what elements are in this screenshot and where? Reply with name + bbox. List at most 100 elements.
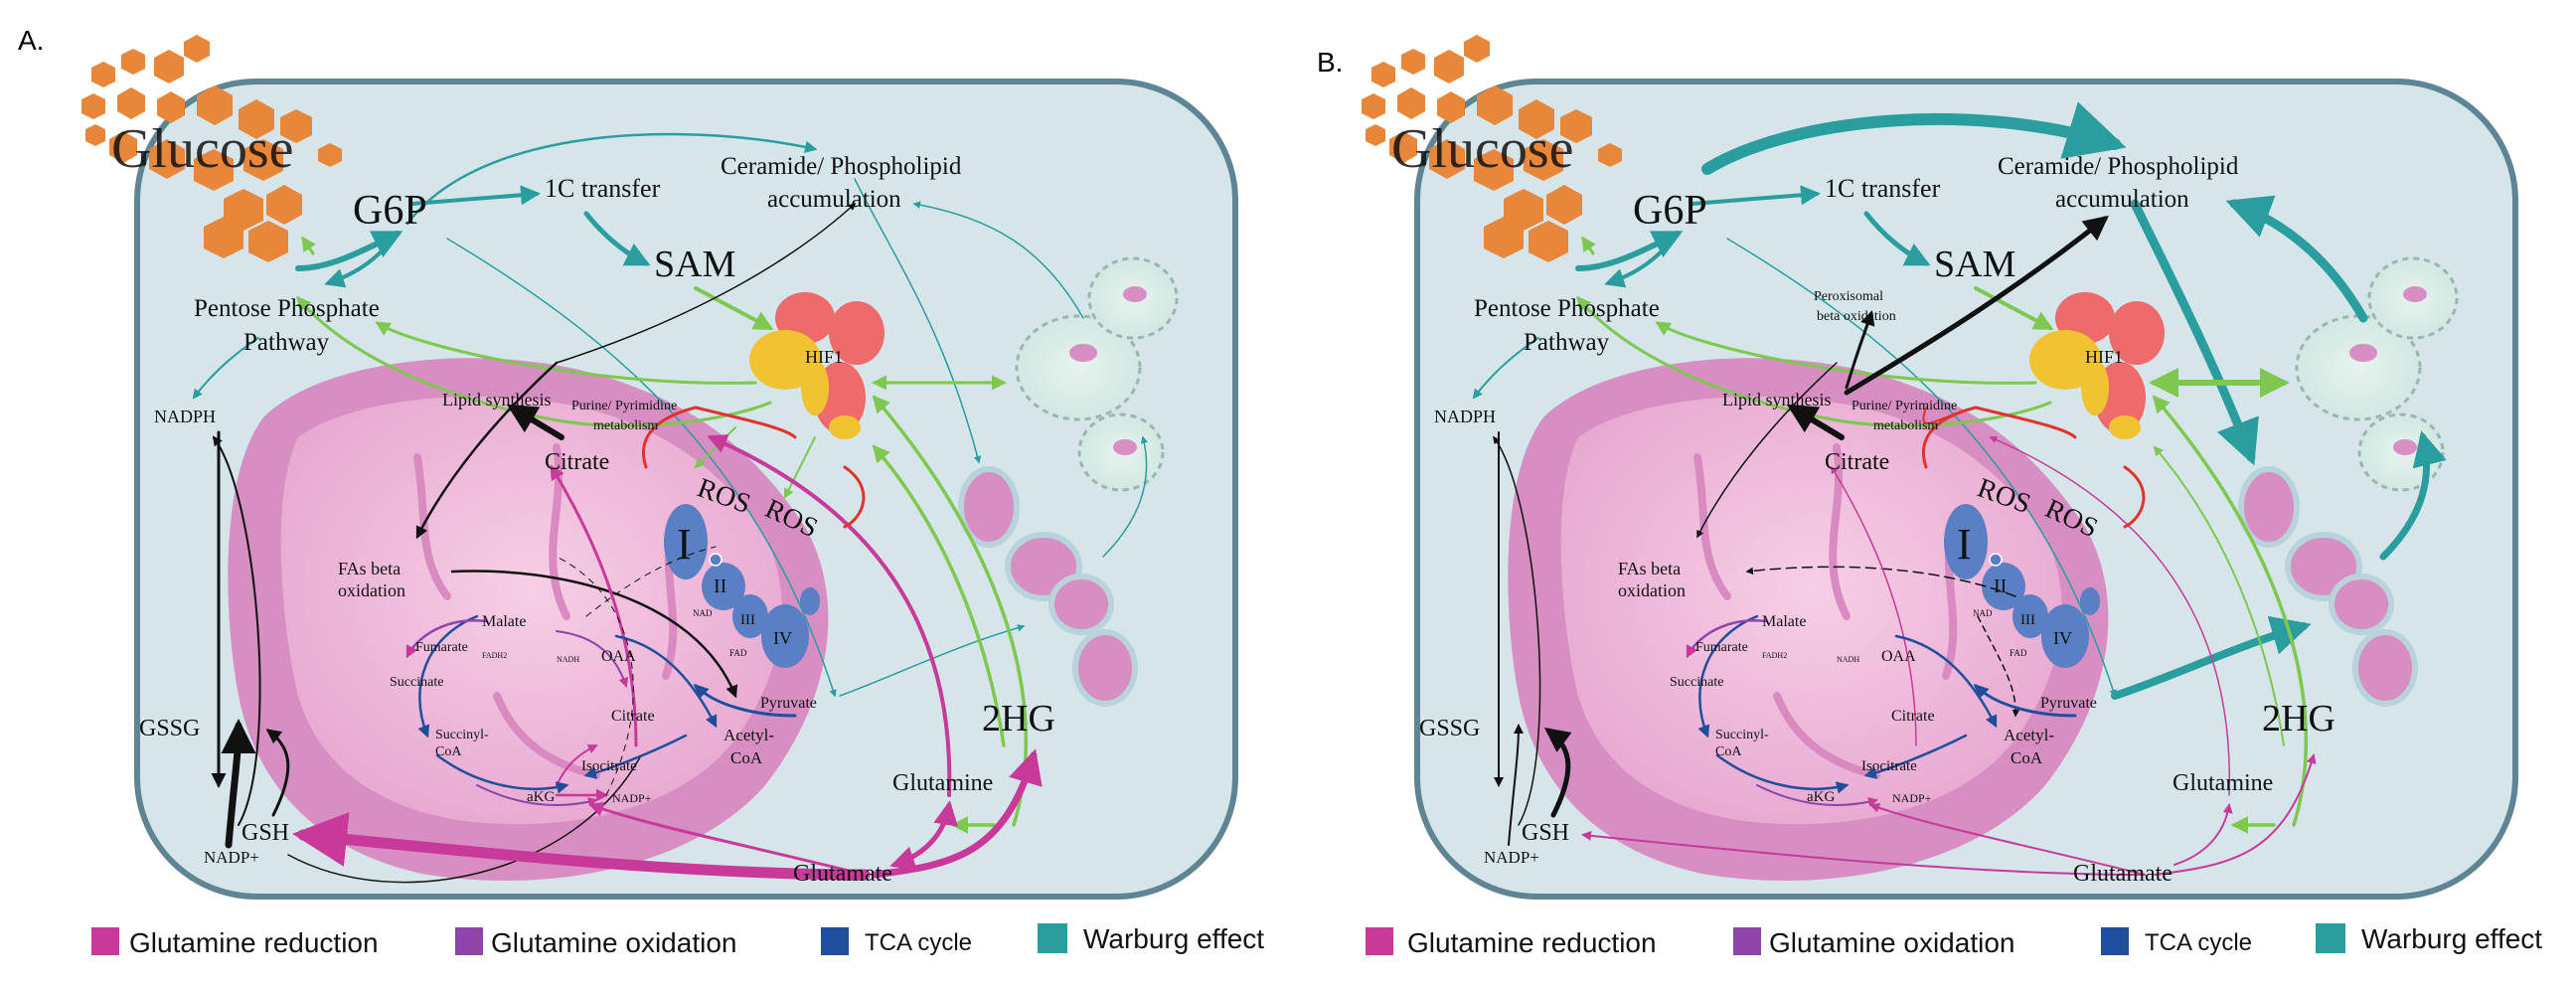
glutamine-label: Glutamine — [892, 770, 993, 796]
fas-label-line2: oxidation — [338, 580, 405, 600]
complex-ii-label: II — [714, 575, 726, 597]
complex-ii-label: II — [1994, 575, 2007, 597]
oaa-label: OAA — [1881, 648, 1916, 665]
legend-swatch-tca-cycle — [2101, 927, 2129, 955]
malate-label: Malate — [482, 613, 526, 630]
peroxisomal-label-line1: Peroxisomal — [1814, 289, 1883, 304]
panel-a-label: A. — [18, 25, 44, 56]
nadp-plus-label: NADP+ — [204, 848, 259, 867]
ceramide-label-line2: accumulation — [2055, 186, 2189, 213]
fas-label-line2: oxidation — [1618, 580, 1686, 600]
ppp-label-line2: Pathway — [1524, 329, 1610, 356]
succinyl-label-line2: CoA — [1715, 744, 1742, 759]
fadh2-label: FADH2 — [482, 651, 507, 660]
nadp-plus-label: NADP+ — [1484, 848, 1539, 867]
transfer-1c-label: 1C transfer — [545, 174, 661, 203]
succinyl-label-line1: Succinyl- — [435, 728, 489, 742]
purine-label-line2: metabolism — [1873, 418, 1938, 433]
citrate-top-label: Citrate — [1825, 449, 1889, 475]
legend-panel-a: Glutamine reduction Glutamine oxidation … — [91, 923, 1264, 958]
isocitrate-label: Isocitrate — [581, 758, 637, 774]
hif1-label: HIF1 — [805, 347, 843, 367]
isocitrate-label: Isocitrate — [1861, 758, 1917, 774]
glutamine-label: Glutamine — [2173, 770, 2273, 796]
legend-swatch-warburg — [1038, 923, 1067, 953]
glutamate-label: Glutamate — [793, 861, 892, 887]
glucose-label: Glucose — [111, 118, 294, 180]
succinate-label: Succinate — [390, 675, 443, 690]
complex-i-label: I — [1957, 520, 1972, 569]
legend-label-warburg: Warburg effect — [2361, 923, 2542, 954]
nad-label: NAD — [1973, 608, 1993, 618]
complex-iii-label: III — [740, 612, 755, 628]
lipid-synthesis-label: Lipid synthesis — [442, 390, 552, 410]
nadp-plus-mito-label: NADP+ — [612, 791, 652, 805]
succinate-label: Succinate — [1670, 675, 1723, 690]
panel-a-arrows — [192, 132, 1149, 884]
purine-label-line2: metabolism — [593, 418, 658, 433]
legend-swatch-glutamine-reduction — [1366, 927, 1393, 955]
citrate-mito-label: Citrate — [1891, 708, 1935, 725]
legend-label-glutamine-oxidation: Glutamine oxidation — [1769, 927, 2014, 958]
legend-panel-b: Glutamine reduction Glutamine oxidation … — [1366, 923, 2542, 958]
hif1-label: HIF1 — [2085, 347, 2123, 367]
legend-label-tca-cycle: TCA cycle — [865, 929, 972, 956]
legend-swatch-warburg — [2316, 923, 2345, 953]
nad-label: NAD — [693, 608, 713, 618]
nadh-label: NADH — [557, 655, 579, 664]
ceramide-label-line1: Ceramide/ Phospholipid — [1998, 153, 2239, 180]
sam-label: SAM — [1934, 244, 2015, 285]
fad-label: FAD — [2010, 648, 2027, 658]
legend-swatch-glutamine-oxidation — [455, 927, 483, 955]
legend-swatch-glutamine-oxidation — [1733, 927, 1761, 955]
fas-label-line1: FAs beta — [1618, 559, 1681, 578]
panel-b-arrows — [1472, 101, 2447, 876]
complex-iv-label: IV — [2053, 628, 2072, 648]
citrate-top-label: Citrate — [545, 449, 609, 475]
nadph-label: NADPH — [1434, 407, 1496, 426]
fad-label: FAD — [729, 648, 747, 658]
legend-label-glutamine-oxidation: Glutamine oxidation — [491, 927, 736, 958]
gsh-label: GSH — [1522, 820, 1569, 846]
gssg-label: GSSG — [1419, 716, 1480, 741]
acetyl-label-line1: Acetyl- — [2004, 726, 2054, 744]
panel-b-label: B. — [1317, 47, 1343, 78]
lipid-synthesis-label: Lipid synthesis — [1722, 390, 1832, 410]
gsh-label: GSH — [242, 820, 289, 846]
fadh2-label: FADH2 — [1762, 651, 1787, 660]
nadh-label: NADH — [1837, 655, 1859, 664]
2hg-label: 2HG — [2262, 698, 2335, 740]
peroxisomal-label-line2: beta oxidation — [1817, 309, 1896, 324]
legend-label-glutamine-reduction: Glutamine reduction — [129, 927, 379, 958]
ppp-label-line2: Pathway — [243, 329, 330, 356]
nadp-plus-mito-label: NADP+ — [1892, 791, 1932, 805]
purine-label-line1: Purine/ Pyrimidine — [571, 399, 677, 413]
pyruvate-label: Pyruvate — [760, 695, 817, 712]
purine-label-line1: Purine/ Pyrimidine — [1852, 399, 1957, 413]
ppp-label-line1: Pentose Phosphate — [194, 295, 380, 322]
citrate-mito-label: Citrate — [611, 708, 655, 725]
acetyl-label-line2: CoA — [730, 748, 763, 767]
oaa-label: OAA — [601, 648, 636, 665]
fumarate-label: Fumarate — [415, 640, 468, 655]
ceramide-label-line1: Ceramide/ Phospholipid — [721, 153, 962, 180]
panel-b-labels: B. Glucose G6P 1C transfer SAM Ceramide/… — [1317, 47, 2335, 887]
fumarate-label: Fumarate — [1695, 640, 1748, 655]
nadph-label: NADPH — [154, 407, 216, 426]
legend-swatch-glutamine-reduction — [91, 927, 119, 955]
akg-label: aKG — [1807, 789, 1835, 805]
acetyl-label-line2: CoA — [2011, 748, 2043, 767]
complex-iii-label: III — [2020, 612, 2035, 628]
legend-swatch-tca-cycle — [821, 927, 849, 955]
akg-label: aKG — [527, 789, 555, 805]
complex-i-label: I — [677, 520, 692, 569]
glutamate-label: Glutamate — [2073, 861, 2173, 887]
legend-label-glutamine-reduction: Glutamine reduction — [1407, 927, 1657, 958]
succinyl-label-line2: CoA — [435, 744, 462, 759]
complex-iv-label: IV — [773, 628, 792, 648]
succinyl-label-line1: Succinyl- — [1715, 728, 1769, 742]
glucose-label: Glucose — [1391, 118, 1574, 180]
pyruvate-label: Pyruvate — [2040, 695, 2097, 712]
gssg-label: GSSG — [139, 716, 200, 741]
